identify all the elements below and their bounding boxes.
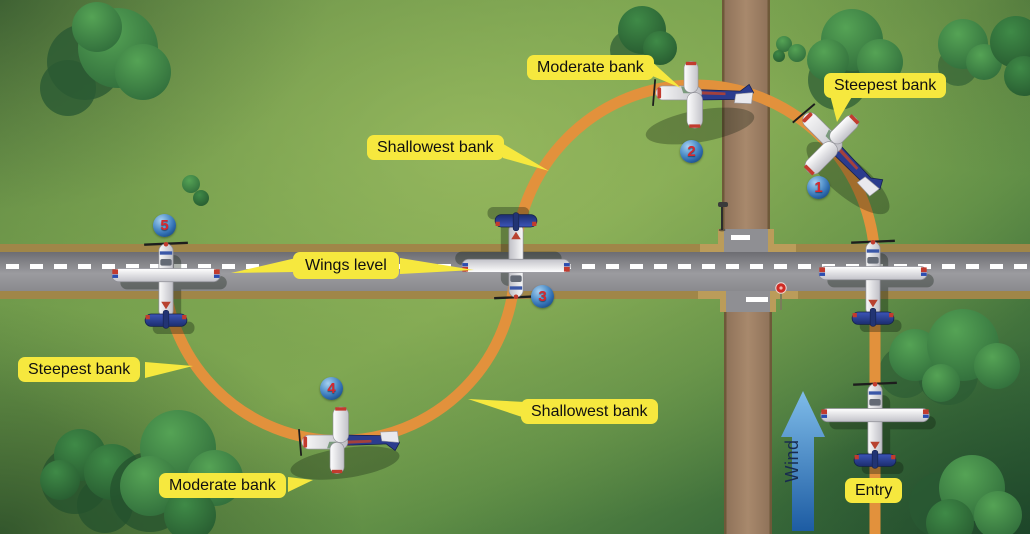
marker-3: 3 [531,285,554,308]
callout-moderate-bank-bottom: Moderate bank [159,473,286,498]
callout-shallowest-bank-top: Shallowest bank [367,135,504,160]
streetlight-icon [718,202,728,232]
callout-steepest-bank-top: Steepest bank [824,73,947,98]
marker-1: 1 [807,176,830,199]
vertical-dirt-road-north [722,0,770,229]
callout-pointers [145,60,853,492]
marker-4: 4 [320,377,343,400]
wind-label: Wind [782,439,802,483]
callout-shallowest-bank-bottom: Shallowest bank [521,399,658,424]
airplane-icon-entry [819,380,937,476]
stop-bar-north [731,235,750,240]
stop-bar-south [746,297,768,302]
marker-2: 2 [680,140,703,163]
tree-cluster-bottom-right [909,455,1022,534]
red-road-sign-icon [775,282,787,310]
tree-cluster-right-middle [879,309,1020,405]
tree-cluster-top-left [40,2,209,206]
callout-moderate-bank-top: Moderate bank [527,55,654,80]
airplanes [110,60,937,480]
tree-cluster-bottom-left [40,410,243,534]
wind-arrow-icon [781,391,825,531]
marker-5: 5 [153,214,176,237]
callout-wings-level: Wings level [293,252,399,279]
callout-entry: Entry [845,478,903,503]
callout-steepest-bank-left: Steepest bank [18,357,141,382]
intersection [698,229,798,312]
vertical-dirt-road-south [724,312,772,534]
